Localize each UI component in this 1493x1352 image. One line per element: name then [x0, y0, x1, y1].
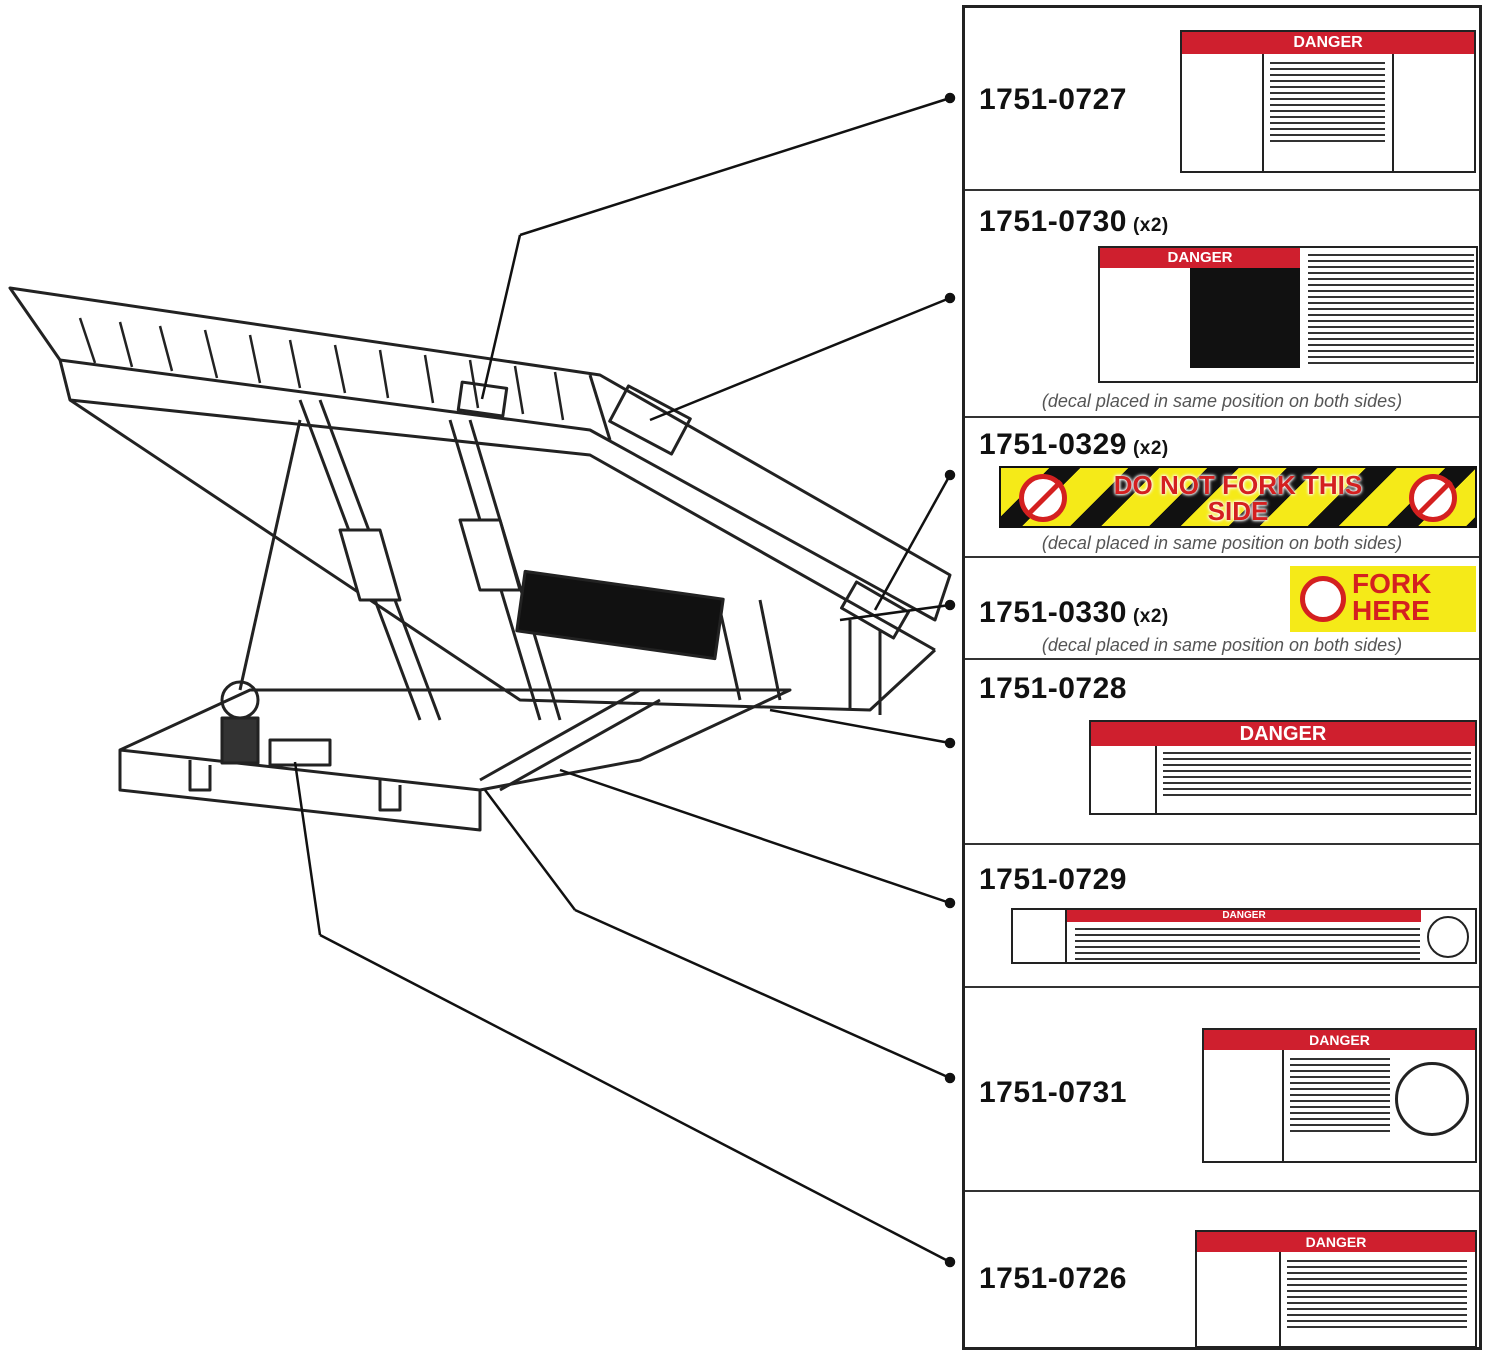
decal-row: 1751-0731 DANGER — [965, 988, 1479, 1192]
crush-hazard-icon — [1182, 54, 1264, 171]
no-fork-decal: DO NOT FORK THIS SIDE — [999, 466, 1477, 528]
decal-row: 1751-0728 DANGER — [965, 660, 1479, 845]
part-number: 1751-0729 — [979, 863, 1127, 896]
danger-decal: DANGER — [1098, 246, 1478, 383]
decal-header: DANGER — [1182, 32, 1474, 54]
decal-header: DANGER — [1100, 248, 1300, 268]
part-number: 1751-0329(x2) — [979, 428, 1169, 461]
fork-here-decal: FORK HERE — [1290, 566, 1476, 632]
danger-decal: DANGER — [1089, 720, 1477, 815]
decal-text-lines — [1075, 928, 1420, 962]
crush-hazard-icon — [1197, 1252, 1281, 1346]
crush-hazard-icon — [1204, 1050, 1284, 1161]
decal-row: 1751-0727 DANGER — [965, 8, 1479, 191]
danger-decal: DANGER — [1202, 1028, 1477, 1163]
no-fork-label: DO NOT FORK THIS SIDE — [1113, 470, 1363, 526]
leveler-icon — [1392, 54, 1394, 171]
part-number: 1751-0726 — [979, 1262, 1127, 1295]
placement-note: (decal placed in same position on both s… — [1041, 635, 1403, 655]
decal-header: DANGER — [1197, 1232, 1475, 1252]
danger-decal: DANGER — [1180, 30, 1476, 173]
decal-header: DANGER — [1067, 910, 1421, 922]
decal-text-lines — [1287, 1260, 1467, 1332]
decal-row: 1751-0330(x2) FORK HERE (decal placed in… — [965, 558, 1479, 660]
crush-hazard-icon — [1091, 746, 1157, 813]
decal-row: 1751-0729 DANGER — [965, 845, 1479, 988]
crush-hazard-icon — [1013, 910, 1067, 962]
fork-icon — [1300, 576, 1346, 622]
decal-panel: 1751-0727 DANGER 1751-0730(x2) DANGER (d… — [962, 5, 1482, 1350]
decal-row: 1751-0329(x2) DO NOT FORK THIS SIDE (dec… — [965, 418, 1479, 558]
decal-black-panel — [1190, 268, 1300, 368]
decal-row: 1751-0726 DANGER — [965, 1192, 1479, 1350]
spring-icon — [1427, 916, 1469, 958]
part-number: 1751-0330(x2) — [979, 596, 1169, 629]
fork-here-label: FORK HERE — [1352, 568, 1432, 626]
decal-header: DANGER — [1091, 722, 1475, 746]
placement-note: (decal placed in same position on both s… — [1041, 533, 1403, 553]
decal-text-lines — [1290, 1058, 1390, 1136]
decal-text-lines — [1270, 62, 1385, 146]
part-number: 1751-0731 — [979, 1076, 1127, 1109]
decal-header: DANGER — [1204, 1030, 1475, 1050]
part-number: 1751-0728 — [979, 672, 1127, 705]
spring-icon — [1395, 1062, 1469, 1136]
decal-text-lines — [1308, 254, 1474, 368]
danger-decal: DANGER — [1195, 1230, 1477, 1348]
part-number: 1751-0730(x2) — [979, 205, 1169, 238]
no-fork-icon — [1409, 474, 1457, 522]
part-number: 1751-0727 — [979, 83, 1127, 116]
decal-text-lines — [1163, 752, 1471, 800]
danger-decal: DANGER — [1011, 908, 1477, 964]
no-fork-icon — [1019, 474, 1067, 522]
decal-row: 1751-0730(x2) DANGER (decal placed in sa… — [965, 191, 1479, 418]
placement-note: (decal placed in same position on both s… — [1041, 391, 1403, 411]
